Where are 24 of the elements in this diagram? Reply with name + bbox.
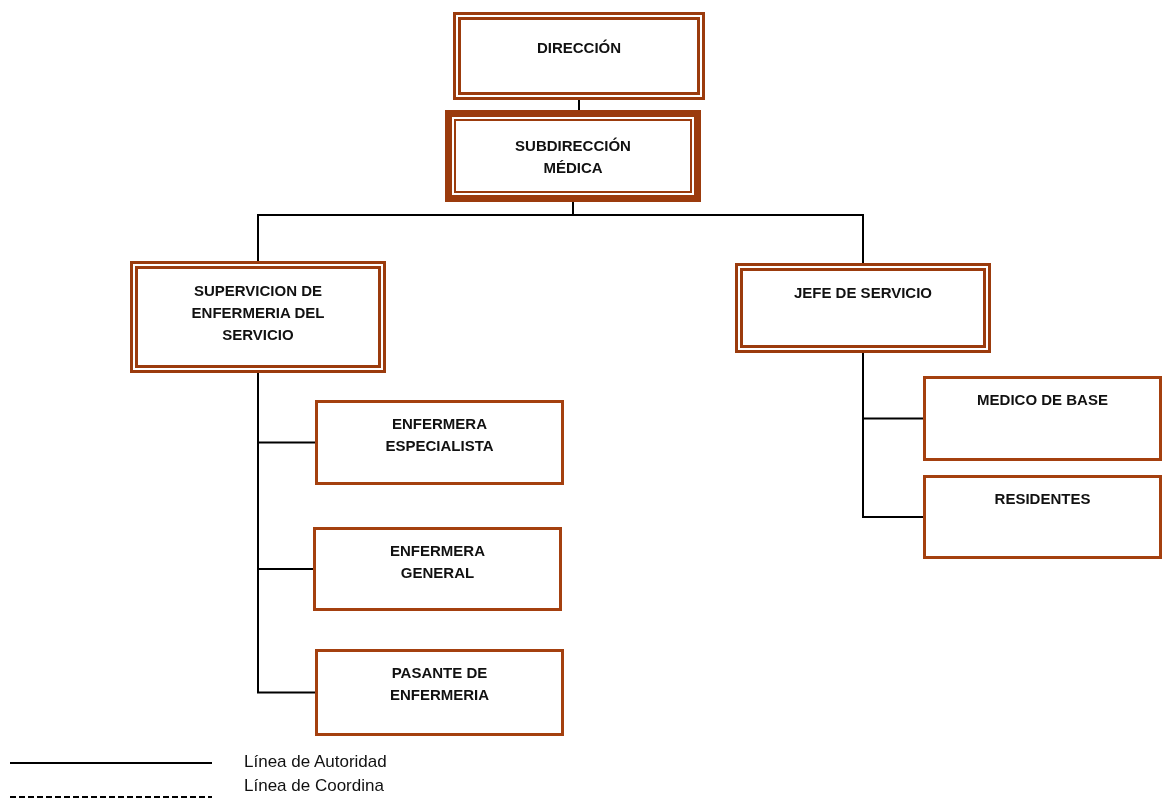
box-label: RESIDENTES bbox=[994, 489, 1091, 509]
connector-line bbox=[862, 352, 924, 518]
box-label: MEDICO DE BASE bbox=[977, 390, 1108, 410]
box-label: SUBDIRECCIÓN MÉDICA bbox=[514, 136, 632, 178]
org-box bbox=[315, 649, 564, 736]
connector-line bbox=[572, 201, 864, 264]
connector-line bbox=[578, 99, 580, 111]
box-label: JEFE DE SERVICIO bbox=[793, 283, 933, 303]
legend-label: Línea de Coordina bbox=[244, 776, 384, 796]
org-box bbox=[735, 263, 991, 353]
org-box bbox=[445, 110, 701, 202]
box-label: PASANTE DE ENFERMERIA bbox=[388, 663, 491, 705]
org-box bbox=[315, 400, 564, 485]
org-box bbox=[453, 12, 705, 100]
connector-line bbox=[257, 372, 316, 694]
box-label: DIRECCIÓN bbox=[536, 38, 622, 58]
org-box bbox=[923, 475, 1162, 559]
org-box bbox=[130, 261, 386, 373]
legend-label: Línea de Autoridad bbox=[244, 752, 387, 772]
org-box bbox=[923, 376, 1162, 461]
box-label: SUPERVICION DE ENFERMERIA DEL SERVICIO bbox=[190, 281, 326, 345]
box-label: ENFERMERA ESPECIALISTA bbox=[384, 414, 495, 456]
box-label: ENFERMERA GENERAL bbox=[389, 541, 486, 583]
org-box bbox=[313, 527, 562, 611]
